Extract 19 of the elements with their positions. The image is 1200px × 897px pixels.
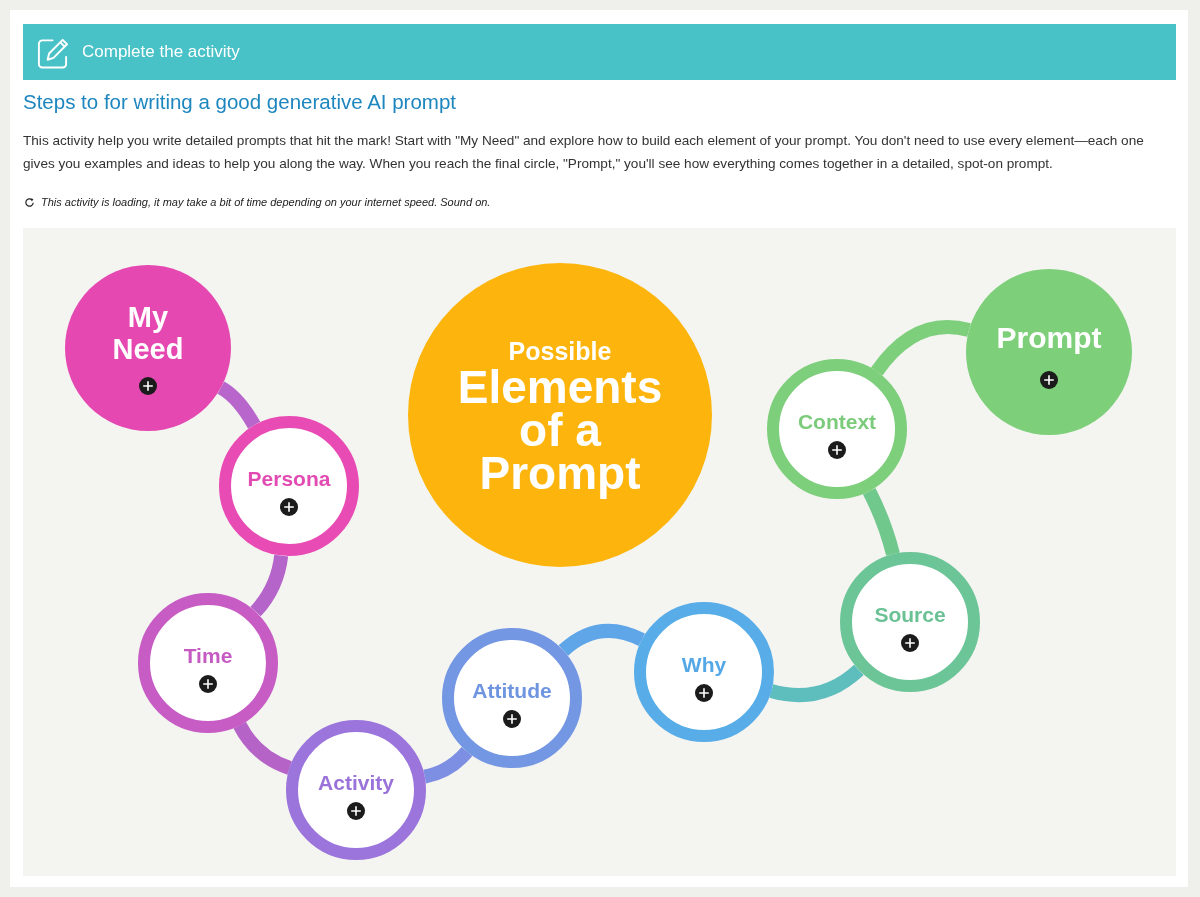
node-label: Prompt [996,319,1102,355]
node-label: Context [797,409,877,434]
node-label: Source [874,602,946,627]
node-label: Activity [318,770,394,795]
node-label: Time [183,643,233,668]
node-label: Why [681,652,727,677]
loading-note: This activity is loading, it may take a bit of time depending on your internet speed. Sound on. [41,196,491,208]
connector-line [769,664,864,703]
connector-line [250,554,289,617]
instructions-paragraph: This activity help you write detailed prompts that hit the mark! Start with "My Need" and explore how to build each element of your prompt. You don't need to use every element—each one gives you examples and ideas to help you along the way. When you reach the final circle, "Prompt," you'll see how everything comes together in a detailed, spot-on prompt. [23,132,1145,173]
connector-line [423,746,473,784]
node-label: My Need [111,301,185,365]
connector-line [233,721,292,775]
node-label: Possible [508,335,612,366]
header-title: Complete the activity [82,41,240,63]
page-title: Steps to for writing a good generative AI prompt [23,90,457,114]
node-label: Attitude [472,678,552,703]
node-label: Persona [247,466,331,491]
connector-line [862,488,900,556]
